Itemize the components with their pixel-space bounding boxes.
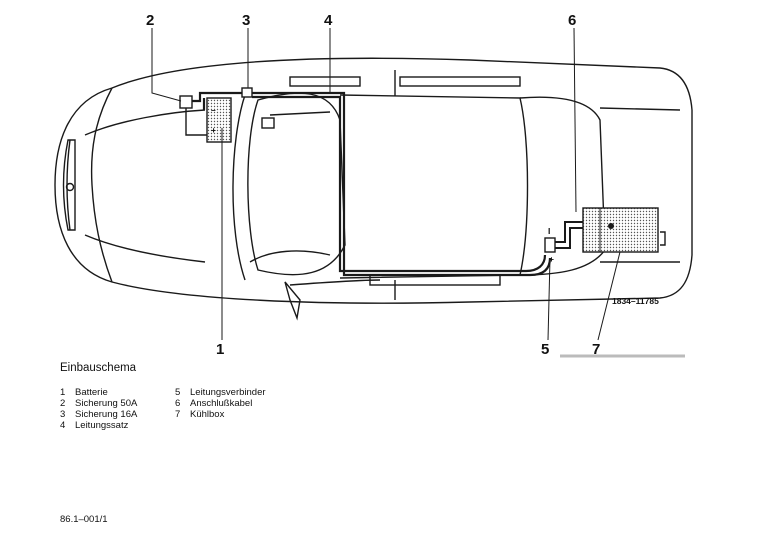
legend-text: Sicherung 50A	[75, 398, 138, 409]
legend-item: 3 Sicherung 16A	[60, 409, 137, 420]
line-connector: I +	[544, 226, 556, 264]
legend-number: 6	[175, 398, 181, 409]
legend-number: 1	[60, 387, 66, 398]
callout-2: 2	[146, 12, 154, 29]
fuse-50a	[179, 95, 207, 136]
legend-number: 2	[60, 398, 66, 409]
connecting-cable	[555, 221, 583, 249]
svg-text:I: I	[548, 226, 550, 236]
legend-number: 4	[60, 420, 66, 431]
legend-text: Sicherung 16A	[75, 409, 138, 420]
callout-3: 3	[242, 12, 250, 29]
svg-text:+: +	[549, 254, 554, 264]
legend-text: Kühlbox	[190, 409, 225, 420]
legend-item: 7 Kühlbox	[175, 409, 266, 420]
page-code: 86.1–001/1	[60, 514, 108, 525]
legend-text: Batterie	[75, 387, 108, 398]
legend-item: 2 Sicherung 50A	[60, 398, 137, 409]
legend-text: Leitungsverbinder	[190, 387, 266, 398]
legend-number: 5	[175, 387, 181, 398]
caption-title: Einbauschema	[60, 362, 137, 374]
callout-7: 7	[592, 341, 600, 358]
wiring-harness	[192, 91, 552, 277]
reference-number: 1834–11785	[612, 296, 659, 306]
legend-item: 4 Leitungssatz	[60, 420, 137, 431]
legend-text: Anschlußkabel	[190, 398, 253, 409]
callout-1: 1	[216, 341, 224, 358]
legend-item: 1 Batterie	[60, 387, 137, 398]
legend-item: 6 Anschlußkabel	[175, 398, 266, 409]
svg-text:+: +	[211, 125, 216, 135]
fuse-16a	[241, 87, 253, 98]
legend-right: 5 Leitungsverbinder 6 Anschlußkabel 7 Kühlb…	[175, 387, 266, 420]
leader-lines	[151, 27, 685, 358]
callout-4: 4	[324, 12, 333, 29]
legend-number: 3	[60, 409, 66, 420]
svg-text:–: –	[211, 105, 216, 115]
callout-5: 5	[541, 341, 549, 358]
battery: – +	[206, 97, 232, 143]
legend-number: 7	[175, 409, 181, 420]
cooler-box	[582, 207, 659, 253]
callout-6: 6	[568, 12, 576, 29]
car-outline	[54, 57, 693, 321]
legend-text: Leitungssatz	[75, 420, 129, 431]
legend-item: 5 Leitungsverbinder	[175, 387, 266, 398]
